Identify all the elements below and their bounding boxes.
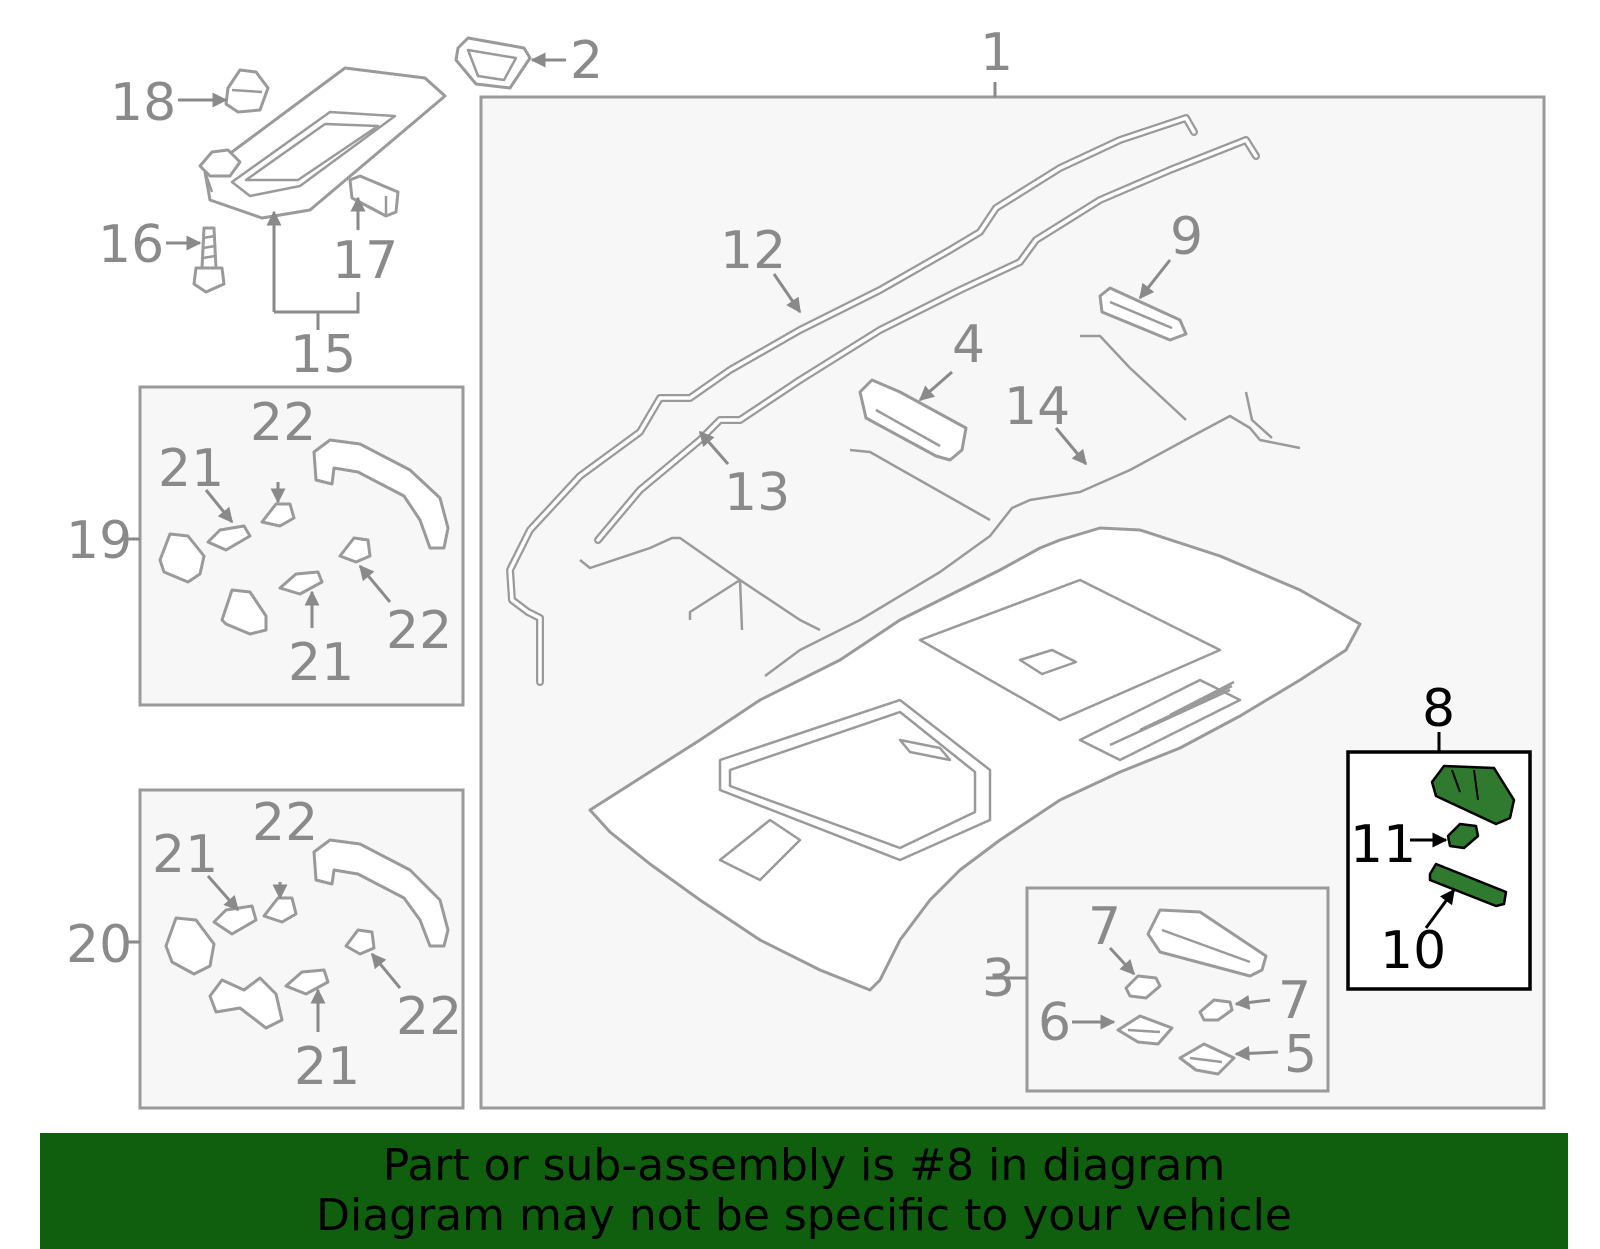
headliner xyxy=(588,526,1362,992)
clip-22-20b xyxy=(344,928,376,956)
visor-bolt-16 xyxy=(192,226,226,294)
bulb-7a xyxy=(1124,974,1162,1000)
bulb-11 xyxy=(1446,822,1480,850)
lens-6 xyxy=(1116,1014,1174,1046)
lens-10 xyxy=(1428,862,1508,908)
callout-21a: 21 xyxy=(158,439,224,499)
callout-14: 14 xyxy=(1004,377,1070,437)
callout-21b: 21 xyxy=(288,633,354,693)
leader-lines xyxy=(126,52,1279,1061)
clip-22-19a xyxy=(260,502,296,528)
callout-22d: 22 xyxy=(396,987,462,1047)
part-2-cover xyxy=(454,36,532,90)
callout-2: 2 xyxy=(570,31,603,91)
handle-base-20a xyxy=(164,916,216,976)
roof-rail-12 xyxy=(506,114,1198,686)
callout-7a: 7 xyxy=(1088,897,1121,957)
clip-21-20a xyxy=(212,904,258,936)
sun-visor xyxy=(203,66,447,220)
callout-12: 12 xyxy=(720,221,786,281)
visor-pivot xyxy=(198,148,242,178)
callout-7b: 7 xyxy=(1278,971,1311,1031)
wire-harness-14 xyxy=(579,334,1301,678)
clip-21-20b xyxy=(284,968,330,996)
callout-18: 18 xyxy=(110,73,176,133)
callout-6: 6 xyxy=(1038,993,1071,1053)
lamp-housing-8 xyxy=(1430,764,1516,826)
callout-20: 20 xyxy=(66,915,132,975)
clip-21-19a xyxy=(206,524,252,552)
callout-21d: 21 xyxy=(294,1037,360,1097)
clip-22-19b xyxy=(338,536,372,564)
callout-19: 19 xyxy=(66,511,132,571)
callout-10: 10 xyxy=(1380,921,1446,981)
callout-17: 17 xyxy=(332,231,398,291)
handle-base-20b xyxy=(208,976,284,1030)
callout-5: 5 xyxy=(1284,1025,1317,1085)
callout-22b: 22 xyxy=(386,601,452,661)
handle-base-19a xyxy=(158,532,206,584)
parts-diagram: 1 2 3 4 5 6 7 7 8 9 10 11 12 13 14 15 16… xyxy=(66,23,1546,1110)
callout-21c: 21 xyxy=(152,825,218,885)
callout-11: 11 xyxy=(1350,815,1416,875)
callout-15: 15 xyxy=(290,325,356,385)
banner-line-1: Part or sub-assembly is #8 in diagram xyxy=(382,1140,1226,1191)
callout-1: 1 xyxy=(980,23,1013,83)
callout-8: 8 xyxy=(1422,679,1455,739)
bulb-7b xyxy=(1198,998,1234,1022)
map-lamp-lens-3 xyxy=(1146,908,1268,978)
callout-9: 9 xyxy=(1170,207,1203,267)
callout-22a: 22 xyxy=(250,393,316,453)
banner-line-2: Diagram may not be specific to your vehi… xyxy=(316,1190,1292,1241)
callout-22c: 22 xyxy=(252,793,318,853)
visor-clip-18 xyxy=(224,68,270,114)
lens-5 xyxy=(1178,1042,1236,1076)
grab-handle-20 xyxy=(312,838,450,948)
callout-3: 3 xyxy=(982,949,1015,1009)
info-banner: Part or sub-assembly is #8 in diagram Di… xyxy=(40,1133,1568,1249)
leader-lines-highlight xyxy=(1410,732,1456,929)
dome-lamp-4 xyxy=(858,378,968,462)
lamp-9 xyxy=(1098,286,1188,342)
callout-13: 13 xyxy=(724,463,790,523)
callout-16: 16 xyxy=(98,215,164,275)
clip-22-20a xyxy=(262,896,298,924)
clip-21-19b xyxy=(278,570,324,596)
handle-base-19b xyxy=(220,588,268,636)
grab-handle-19 xyxy=(312,438,450,550)
callout-4: 4 xyxy=(952,315,985,375)
